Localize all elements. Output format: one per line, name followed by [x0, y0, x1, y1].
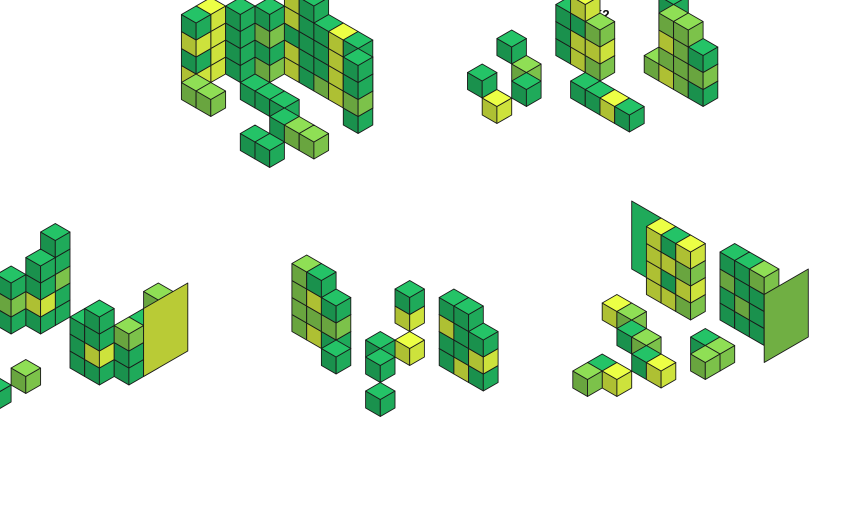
figure-k3	[0, 224, 188, 411]
figure-k4	[292, 255, 498, 417]
figure-k1	[181, 0, 372, 168]
figure-k5	[573, 201, 809, 397]
figure-k2	[468, 0, 718, 132]
